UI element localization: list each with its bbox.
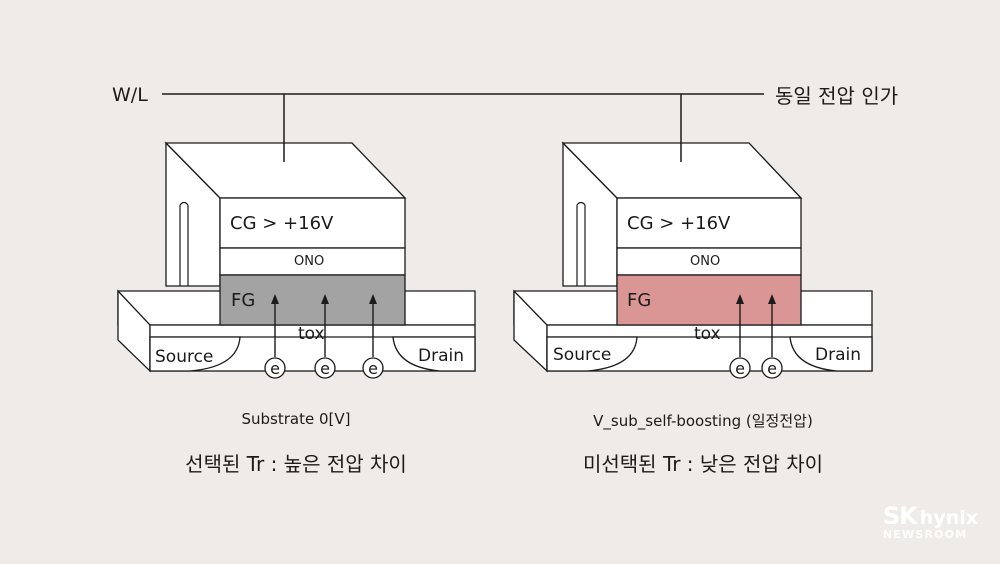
fg-label: FG bbox=[627, 290, 651, 311]
electron-arrow-head bbox=[369, 294, 377, 304]
electron-circle bbox=[362, 357, 384, 379]
substrate-caption-selected: Substrate 0[V] bbox=[241, 410, 351, 428]
drain-label: Drain bbox=[418, 346, 464, 366]
result-caption-selected: 선택된 Tr : 높은 전압 차이 bbox=[185, 452, 407, 476]
source-region bbox=[149, 336, 241, 372]
electron-arrow-head bbox=[271, 294, 279, 304]
cg-label: CG > +16V bbox=[230, 213, 334, 234]
electron-label: e bbox=[270, 359, 280, 378]
logo-brand2: hynix bbox=[919, 507, 978, 529]
ono-label: ONO bbox=[294, 254, 324, 269]
electron-label: e bbox=[735, 359, 745, 378]
wordline-right-label: 동일 전압 인가 bbox=[775, 84, 898, 108]
drain-region bbox=[392, 336, 476, 372]
source-label: Source bbox=[553, 345, 611, 365]
source-region bbox=[546, 336, 638, 372]
source-label: Source bbox=[155, 347, 213, 367]
cg-layer bbox=[616, 197, 802, 249]
result-caption-unselected: 미선택된 Tr : 낮은 전압 차이 bbox=[582, 452, 824, 476]
logo-brand: SK bbox=[882, 502, 918, 530]
gate-side-notch bbox=[576, 201, 586, 286]
drain-label: Drain bbox=[815, 345, 861, 365]
ono-label: ONO bbox=[690, 254, 720, 269]
electron-circle bbox=[264, 357, 286, 379]
cg-layer bbox=[219, 197, 406, 249]
electron-circle bbox=[314, 357, 336, 379]
electron-arrow-head bbox=[736, 294, 744, 304]
electron-label: e bbox=[320, 359, 330, 378]
logo-sub: NEWSROOM bbox=[882, 528, 968, 541]
electron-circle bbox=[729, 357, 751, 379]
gate-side-notch bbox=[179, 201, 189, 286]
cg-label: CG > +16V bbox=[627, 213, 731, 234]
electron-circle bbox=[761, 357, 783, 379]
electron-arrow-head bbox=[768, 294, 776, 304]
fg-label: FG bbox=[231, 290, 255, 311]
cell-selected: CG > +16V ONO FG tox Source Drain e e e bbox=[117, 94, 476, 379]
wordline-label: W/L bbox=[112, 84, 148, 106]
ono-layer bbox=[219, 247, 406, 276]
drain-region bbox=[789, 336, 873, 372]
electron-arrow-head bbox=[321, 294, 329, 304]
electron-label: e bbox=[767, 359, 777, 378]
tox-label: tox bbox=[694, 324, 721, 344]
tox-label: tox bbox=[298, 324, 325, 344]
ono-layer bbox=[616, 247, 802, 276]
electron-label: e bbox=[368, 359, 378, 378]
substrate-caption-unselected: V_sub_self-boosting (일정전압) bbox=[593, 412, 813, 430]
